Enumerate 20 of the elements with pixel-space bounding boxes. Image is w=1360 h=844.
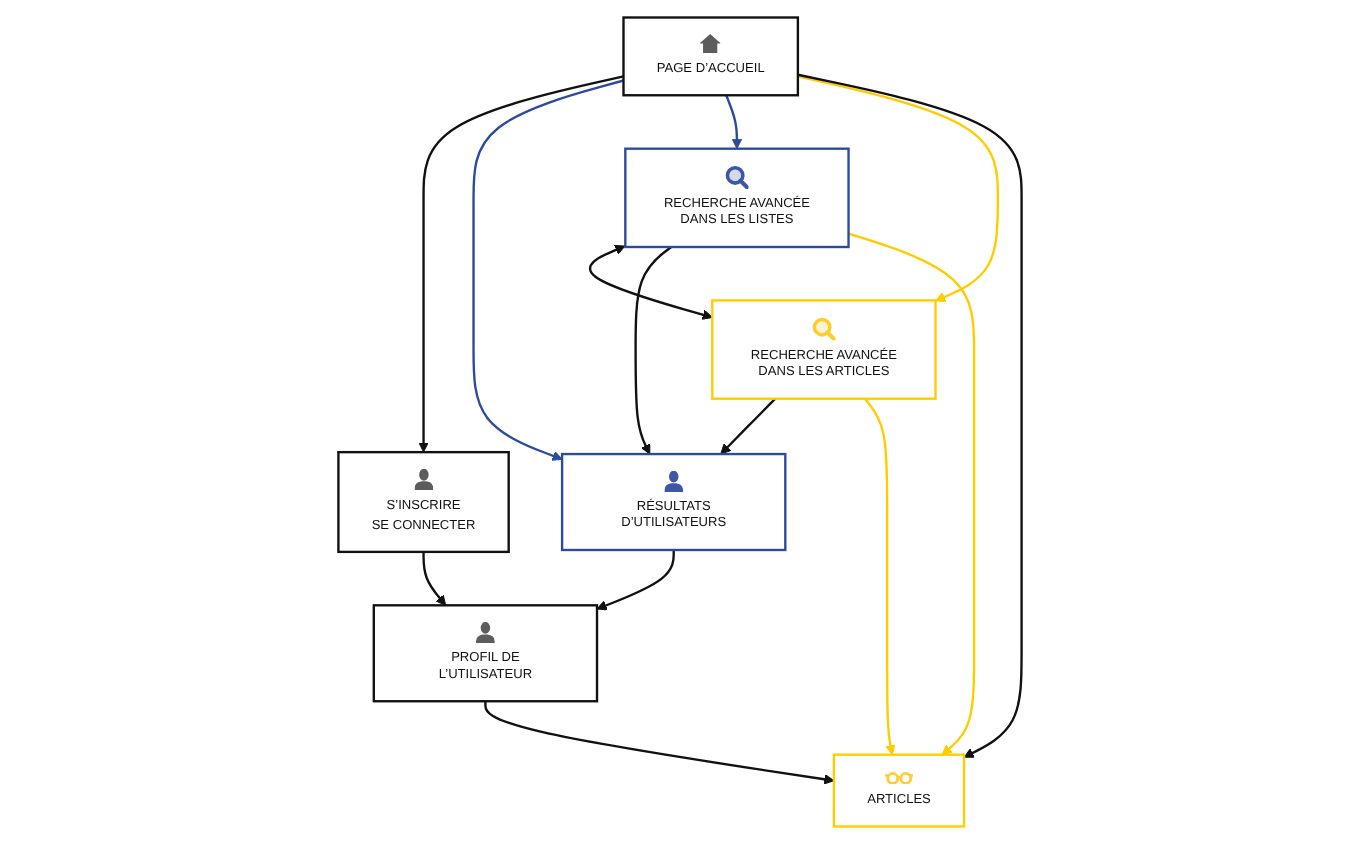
arrow [725,94,743,150]
arrow [848,232,976,756]
arrow [418,75,624,453]
arrow [588,244,713,320]
arrow [596,550,675,611]
process-box [711,299,937,400]
process-box [337,450,510,554]
arrow [422,551,447,606]
arrow [634,246,672,455]
process-box [624,147,850,249]
process-box [560,452,787,552]
process-box [832,753,966,828]
process-box [372,604,599,703]
arrow [472,79,624,461]
arrow [484,701,835,785]
arrow [797,75,1000,302]
arrow [797,73,1023,758]
arrow [720,397,777,455]
arrow [863,397,896,756]
process-box [622,16,800,97]
